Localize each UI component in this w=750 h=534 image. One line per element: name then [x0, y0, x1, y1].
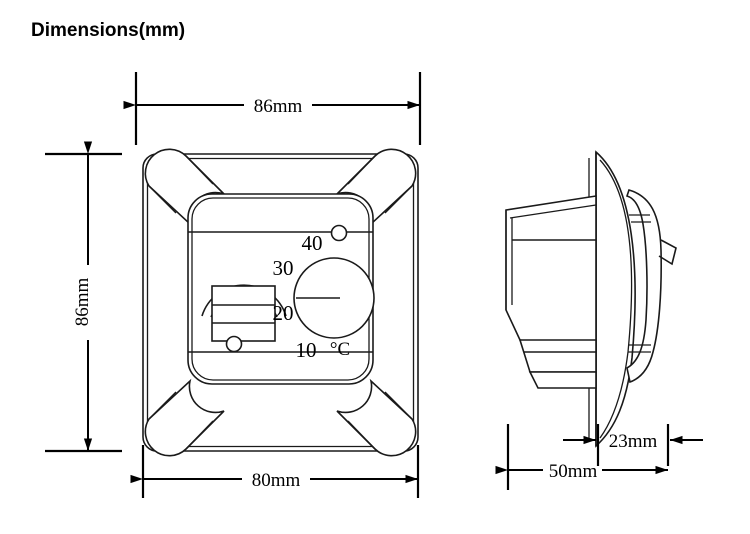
side-depth-front-label: 23mm [609, 431, 658, 452]
corner-bevel-bottom-left [144, 378, 225, 457]
power-rocker-switch[interactable] [201, 284, 287, 342]
temperature-dial-knob[interactable] [293, 257, 375, 339]
indicator-led-top-icon [330, 224, 348, 242]
indicator-led-bottom-icon [225, 335, 243, 353]
side-view-body [505, 150, 677, 448]
front-top-dimension-label: 86mm [254, 96, 303, 117]
scale-label-40: 40 [302, 231, 323, 255]
outer-frame-inner-line [146, 157, 415, 448]
switch-body[interactable] [211, 285, 276, 342]
side-view-depth-front-dimension: 23mm [563, 424, 703, 466]
scale-label-30: 30 [273, 256, 294, 280]
side-view-depth-total-dimension: 50mm [495, 424, 668, 490]
scale-label-10: 10 [296, 338, 317, 362]
scale-label-20: 20 [273, 301, 294, 325]
front-view-body: 40 30 20 10 °C [142, 148, 419, 457]
side-depth-total-label: 50mm [549, 461, 598, 482]
page-title: Dimensions(mm) [31, 20, 186, 41]
front-view-bottom-dimension: 80mm [130, 445, 420, 498]
temperature-unit-label: °C [330, 339, 350, 360]
front-view-left-dimension: 86mm [45, 141, 122, 453]
corner-bevel-bottom-right [336, 378, 417, 457]
side-rear-housing [505, 195, 597, 389]
front-left-dimension-label: 86mm [72, 278, 93, 327]
front-bottom-dimension-label: 80mm [252, 470, 301, 491]
front-view-top-dimension: 86mm [123, 72, 422, 145]
side-knob-protrusion [625, 189, 677, 384]
